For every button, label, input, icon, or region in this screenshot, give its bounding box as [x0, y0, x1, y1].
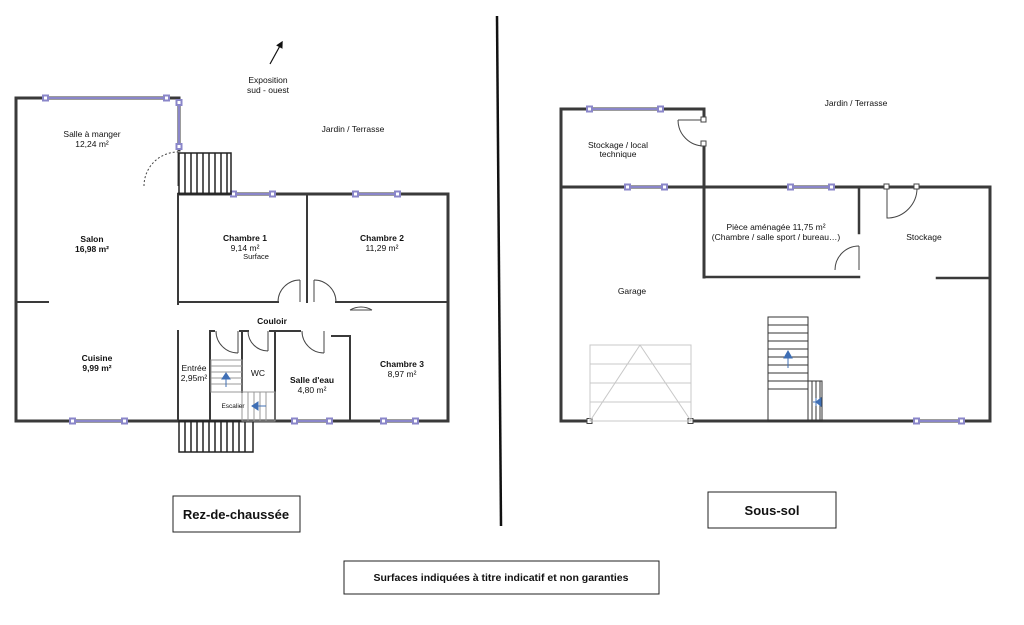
exterior-stairs-top [178, 152, 232, 195]
ground-floor-title-box: Rez-de-chaussée [172, 495, 301, 533]
ground-floor-doors [143, 151, 373, 354]
ground-floor-windows [42, 94, 419, 425]
basement-plan: Jardin / Terrasse Stockage / local techn… [559, 98, 992, 425]
room-name-dining: Salle à manger [63, 129, 120, 139]
stair-arrow-icon [251, 401, 266, 411]
room-area-bathroom: 4,80 m² [298, 385, 327, 395]
stair-arrow-icon [813, 396, 822, 408]
room-note-bedroom1: Surface [243, 252, 269, 261]
stair-arrow-icon [783, 349, 793, 368]
disclaimer-box: Surfaces indiquées à titre indicatif et … [343, 560, 660, 595]
room-area-living: 16,98 m² [75, 244, 109, 254]
room-name-bathroom: Salle d'eau [290, 375, 334, 385]
basement-title-box: Sous-sol [707, 491, 837, 529]
room-area-bedroom1: 9,14 m² [231, 243, 260, 253]
room-name-entrance: Entrée [181, 363, 206, 373]
room-name-stairs: Escalier [221, 403, 245, 410]
room-area-dining: 12,24 m² [75, 139, 109, 149]
room-name-storage-tech: Stockage / local [588, 140, 648, 150]
stair-arrow-icon [221, 372, 231, 387]
room-name-fitted-room: Pièce aménagée 11,75 m² [726, 222, 825, 232]
room-name-bedroom3: Chambre 3 [380, 359, 424, 369]
section-divider [495, 15, 503, 527]
room-name-garage: Garage [618, 286, 647, 296]
room-name-living: Salon [80, 234, 103, 244]
room-name-bedroom2: Chambre 2 [360, 233, 404, 243]
ground-floor-title: Rez-de-chaussée [183, 507, 289, 522]
room-name-kitchen: Cuisine [82, 353, 113, 363]
disclaimer-text: Surfaces indiquées à titre indicatif et … [374, 572, 629, 584]
room-area-entrance: 2,95m² [181, 373, 208, 383]
exposure-arrow-icon [269, 40, 283, 65]
room-area-kitchen: 9,99 m² [82, 363, 111, 373]
basement-doors [586, 116, 920, 424]
basement-garden-label: Jardin / Terrasse [825, 98, 888, 108]
basement-windows [586, 105, 965, 425]
exposure-label: sud - ouest [247, 85, 290, 95]
room-name-bedroom1: Chambre 1 [223, 233, 267, 243]
garden-label: Jardin / Terrasse [322, 124, 385, 134]
basement-stairs [767, 316, 823, 422]
room-area-bedroom3: 8,97 m² [388, 369, 417, 379]
basement-title: Sous-sol [745, 503, 800, 518]
room-name-wc: WC [251, 368, 265, 378]
room-name-storage: Stockage [906, 232, 942, 242]
room-name-corridor: Couloir [257, 316, 287, 326]
room-area-bedroom2: 11,29 m² [366, 243, 399, 253]
ground-floor-plan: Exposition sud - ouest Jardin / Terrasse… [14, 40, 450, 453]
exterior-stairs-bottom [178, 420, 254, 453]
room-name-fitted-room: (Chambre / salle sport / bureau…) [712, 232, 841, 242]
exposure-label: Exposition [248, 75, 287, 85]
room-name-storage-tech: technique [600, 149, 637, 159]
garage-door-outline [589, 344, 692, 422]
